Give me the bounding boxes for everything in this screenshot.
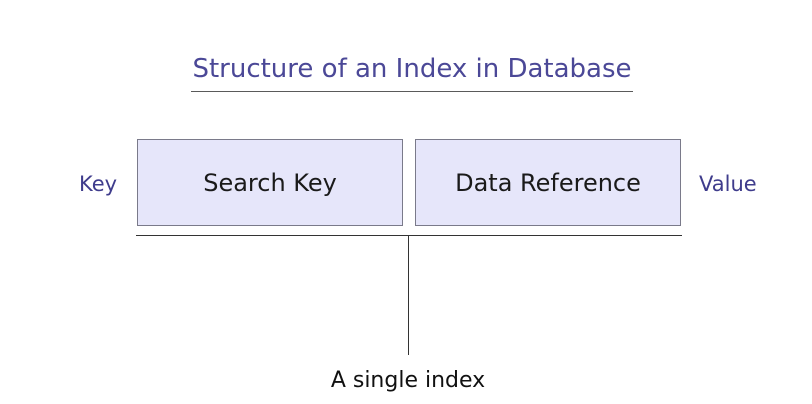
single-index-caption: A single index	[330, 368, 486, 393]
data-reference-text: Data Reference	[455, 168, 641, 197]
index-bracket-line	[136, 235, 682, 236]
diagram-title: Structure of an Index in Database	[192, 54, 632, 84]
index-pointer-line	[408, 236, 409, 355]
search-key-text: Search Key	[203, 168, 337, 197]
key-label: Key	[79, 172, 118, 196]
value-label: Value	[699, 172, 757, 196]
title-underline	[191, 91, 633, 92]
data-reference-box: Data Reference	[415, 139, 681, 226]
search-key-box: Search Key	[137, 139, 403, 226]
